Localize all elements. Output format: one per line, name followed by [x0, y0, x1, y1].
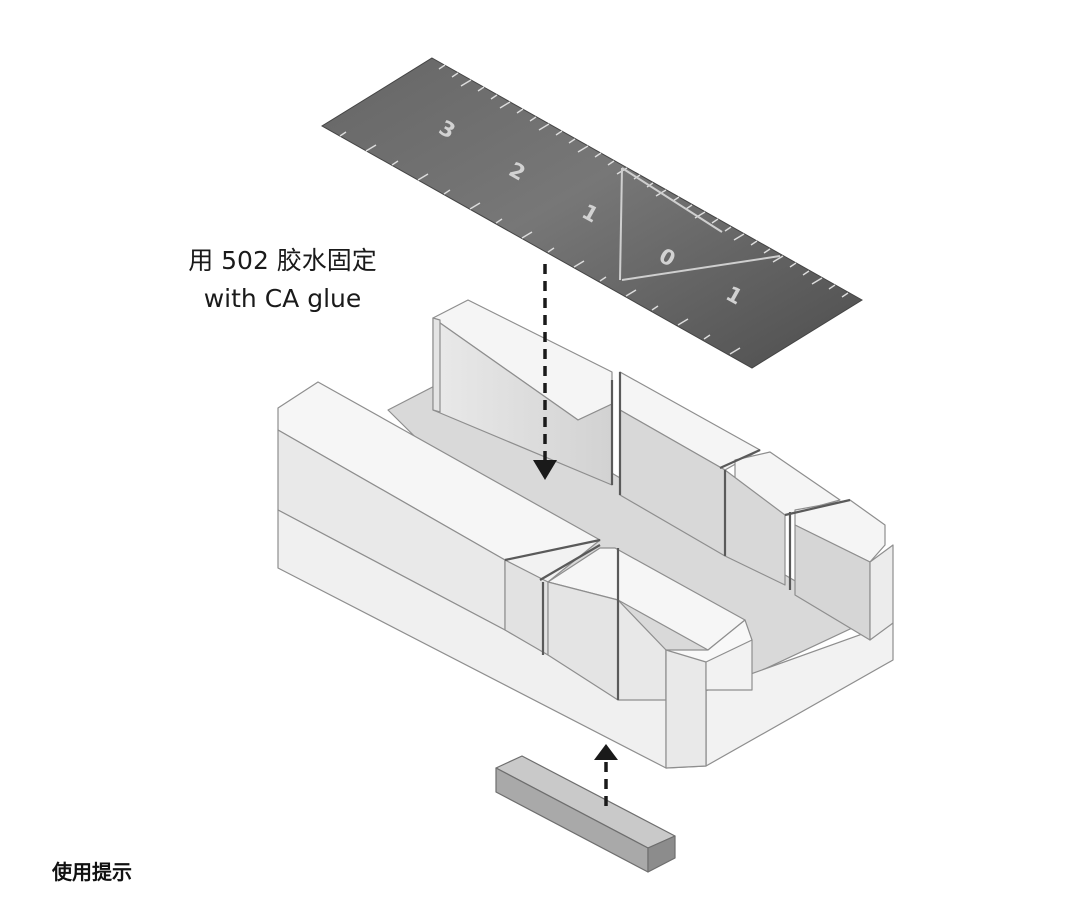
front-wall	[277, 381, 753, 769]
steel-ruler: 3 2 1 0 1	[321, 57, 863, 369]
callout-line-cn: 用 502 胶水固定	[188, 246, 377, 275]
callout-line-en: with CA glue	[203, 284, 362, 313]
footer-title: 使用提示	[52, 860, 132, 884]
miter-box	[277, 299, 894, 769]
back-wall	[432, 299, 894, 641]
glue-arrow	[533, 264, 557, 480]
glue-callout: 用 502 胶水固定 with CA glue	[160, 242, 405, 318]
small-block	[495, 755, 676, 873]
insert-arrow	[594, 744, 618, 806]
